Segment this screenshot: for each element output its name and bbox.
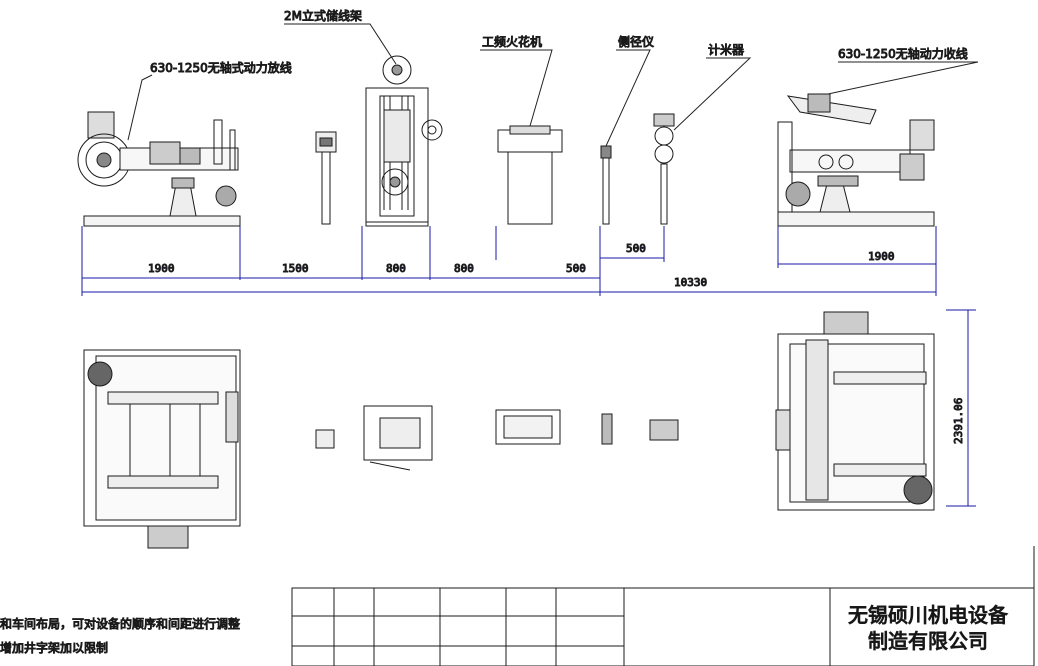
title-block — [291, 546, 1035, 666]
dim-800-b: 800 — [454, 262, 474, 275]
diameter-gauge-front — [600, 145, 612, 225]
payoff-label: 630-1250无轴式动力放线 — [150, 60, 292, 75]
spark-tester-top — [495, 409, 561, 445]
leader-lines — [127, 23, 979, 147]
meter-label: 计米器 — [708, 43, 744, 57]
dim-1900-right: 1900 — [868, 250, 895, 263]
dim-height: 2391.06 — [952, 398, 965, 444]
takeup-label: 630-1250无轴动力收线 — [838, 46, 968, 61]
diameter-label: 侧径仪 — [618, 35, 654, 49]
payoff-machine-top — [83, 349, 241, 549]
spark-label: 工频火花机 — [482, 34, 542, 49]
company-name-line-1: 无锡硕川机电设备 — [848, 603, 1008, 627]
storage-label: 2M立式储线架 — [284, 8, 362, 23]
spark-tester-front — [497, 125, 563, 225]
dim-500-a: 500 — [566, 262, 586, 275]
meter-counter-top — [649, 419, 679, 441]
takeup-machine-top — [775, 311, 935, 511]
dim-total: 10330 — [674, 276, 707, 289]
company-name-line-2: 制造有限公司 — [868, 629, 988, 653]
small-stand-front — [315, 131, 337, 225]
payoff-machine-front — [77, 111, 241, 227]
dim-500-b: 500 — [626, 242, 646, 255]
dim-1900-left: 1900 — [148, 262, 175, 275]
note-line-2: 增加井字架加以限制 — [0, 640, 108, 655]
diameter-gauge-top — [601, 413, 613, 445]
storage-rack-top — [363, 405, 433, 471]
small-stand-top — [315, 429, 335, 449]
takeup-machine-front — [777, 93, 935, 227]
meter-counter-front — [653, 113, 675, 225]
note-line-1: 和车间布局，可对设备的顺序和间距进行调整 — [0, 616, 240, 631]
dimension-lines — [81, 226, 976, 507]
dim-800-a: 800 — [386, 262, 406, 275]
storage-rack-front — [365, 55, 443, 227]
dim-1500: 1500 — [282, 262, 309, 275]
